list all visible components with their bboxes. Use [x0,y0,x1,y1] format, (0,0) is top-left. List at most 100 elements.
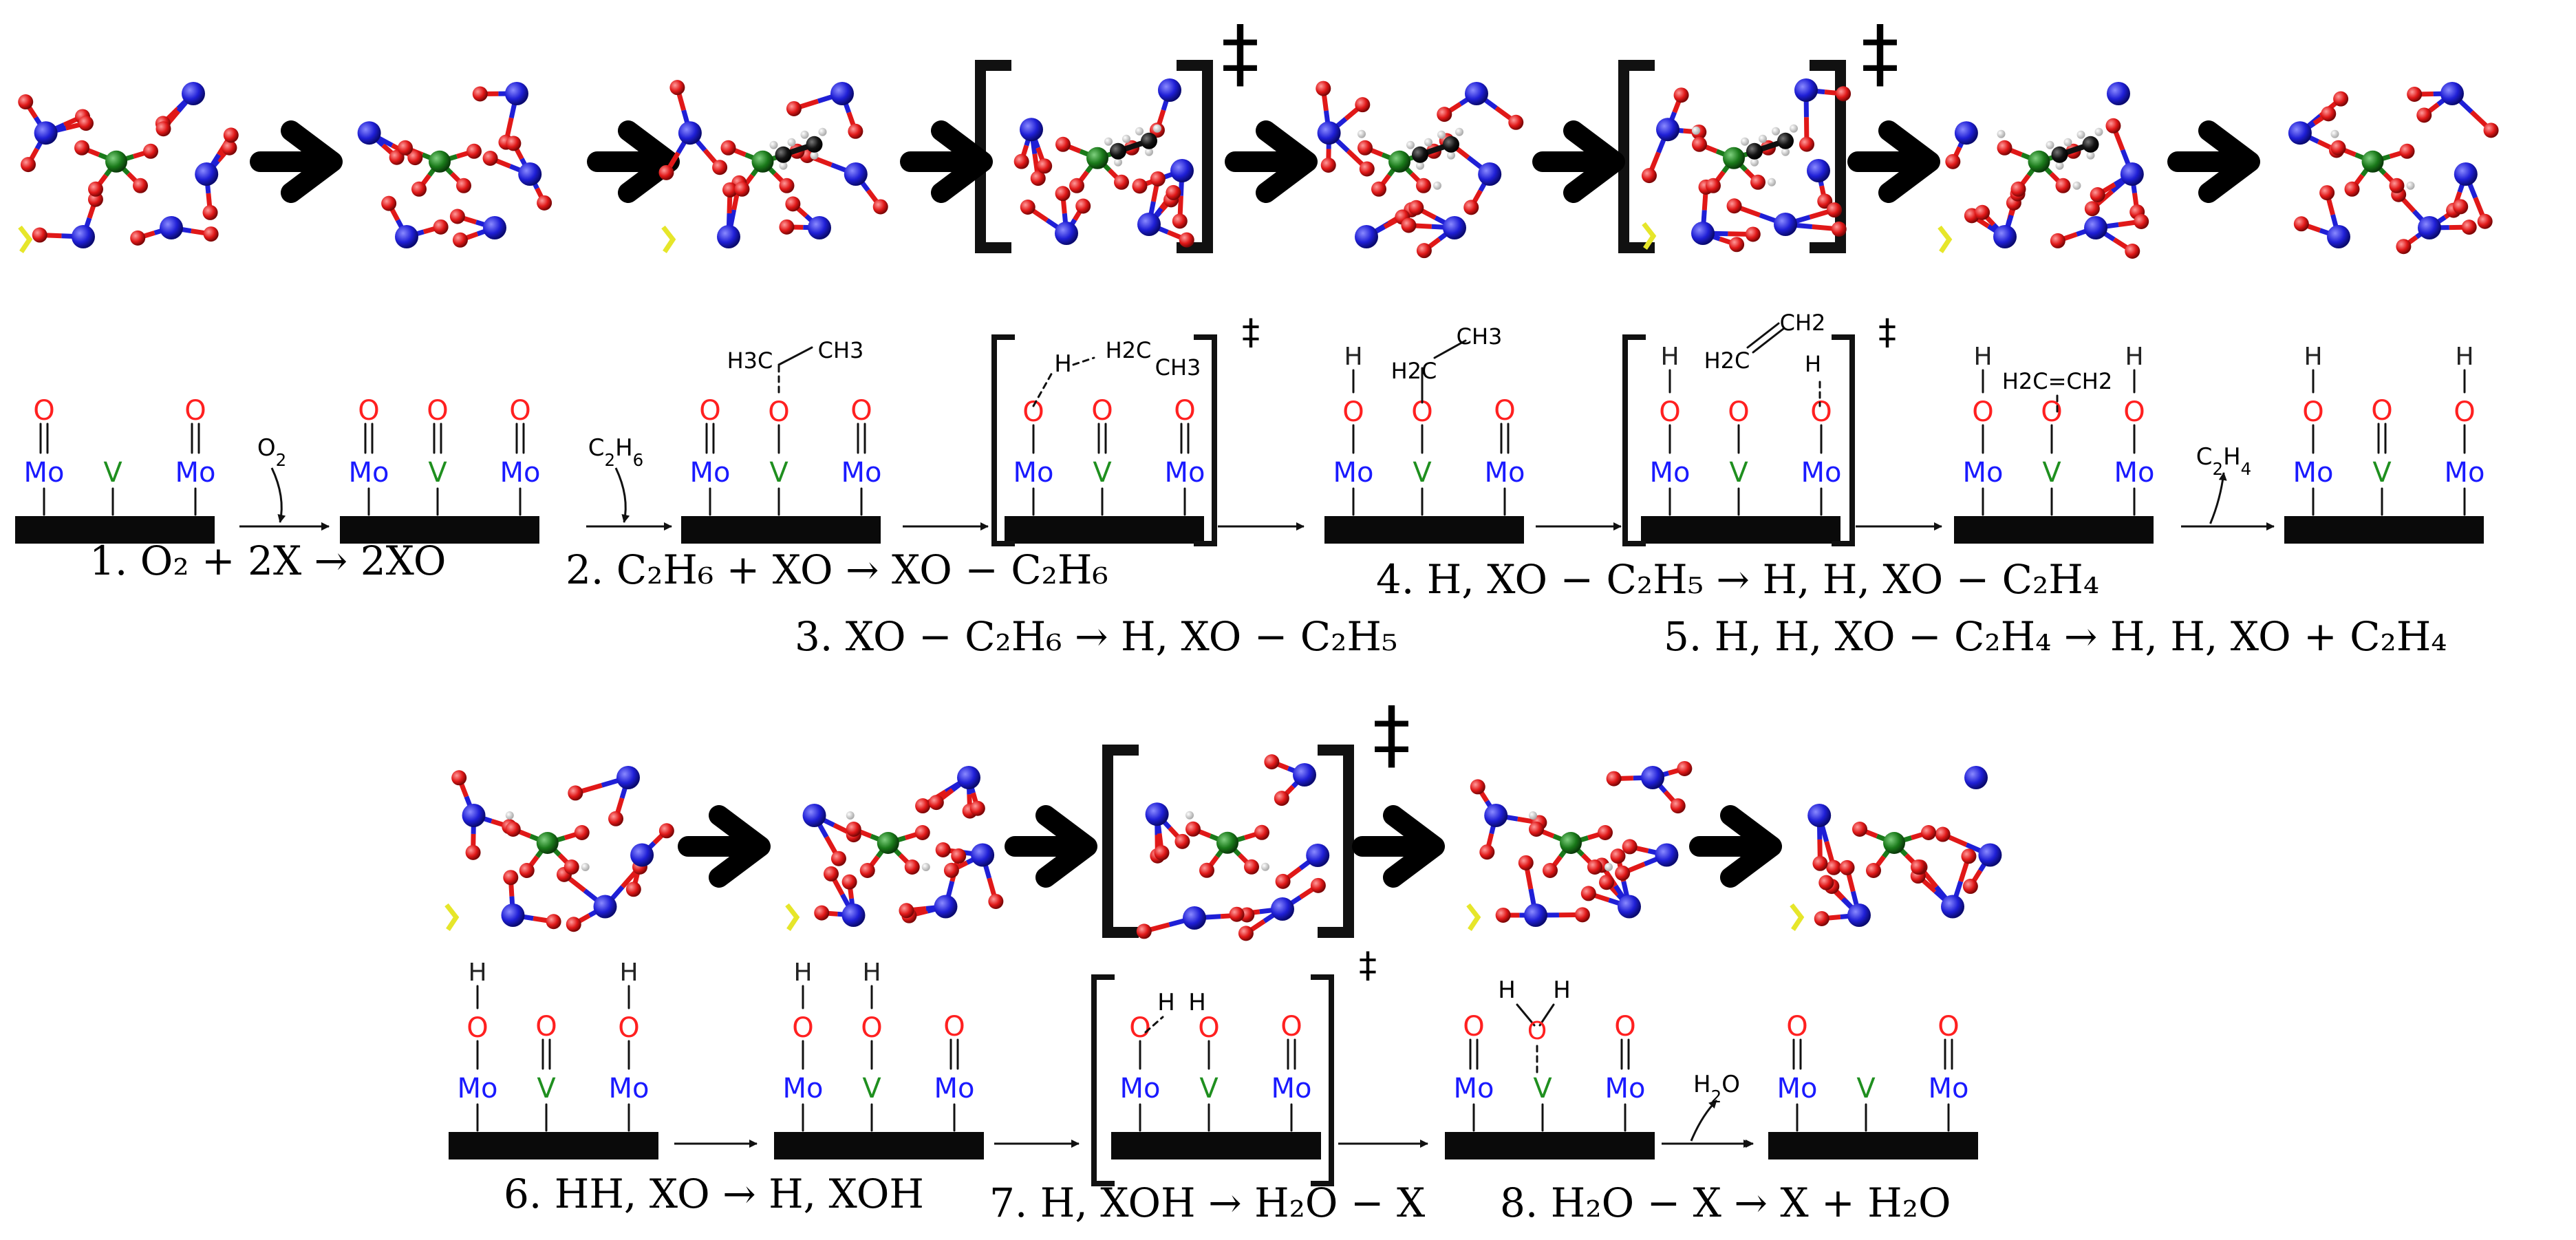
product-label-c2h4: C2H4 [2196,443,2251,479]
molybdenum-atom [1691,222,1715,245]
oxygen-atom [546,914,561,930]
ts-bracket-left [1102,745,1139,938]
molybdenum-atom [518,162,542,186]
molybdenum-atom [1145,802,1169,826]
ts-bracket-right [1194,334,1217,546]
vanadium-atom [751,150,774,173]
hydrogen-atom [2330,129,2339,138]
carbon-atom [2051,146,2068,163]
v-site-label: V [537,1073,556,1104]
hydroxyl-oxygen-label: O [2454,396,2475,428]
bold-arrow-head [1035,805,1097,888]
oxygen-atom [1166,184,1181,200]
molybdenum-atom [1618,895,1641,919]
hydrogen-atom [505,811,514,820]
vanadium-atom [877,832,899,854]
oxygen-atom [722,182,738,197]
oxygen-atom [2330,140,2346,156]
oxygen-atom [658,823,674,839]
molybdenum-atom [34,121,58,145]
ch3-label: CH3 [1457,323,1503,350]
hydroxyl-oxygen-label: O [2041,396,2062,428]
v-site-label: V [1729,457,1748,489]
oxygen-atom [1069,178,1084,193]
vanadium-atom [1086,147,1108,169]
oxygen-atom [935,842,951,858]
oxygen-atom [1997,140,2012,156]
oxygen-atom [2125,244,2140,259]
mo-site-label: Mo [175,457,216,489]
oxygen-atom [381,195,397,211]
molybdenum-atom [2288,121,2312,145]
hydrogen-atom [1529,811,1537,820]
hydrogen-atom [818,127,827,136]
molybdenum-atom [483,216,506,239]
oxygen-atom [74,140,89,156]
molybdenum-atom [1641,766,1664,789]
surface-slab [449,1132,658,1159]
oxygen-atom [1615,865,1631,881]
oxygen-atom [1264,754,1280,770]
product-out-arrow [1690,1099,1718,1142]
oxygen-atom [1229,906,1245,922]
hydrogen-atom [1122,134,1130,143]
oxygen-atom [2050,233,2065,248]
formula-part: C [588,434,605,462]
oxo-oxygen-label: O [427,395,448,427]
surface-slab [15,516,215,544]
edge-stick [1938,225,1953,253]
oxygen-atom [503,870,519,886]
carbon-atom [1443,136,1459,153]
oxo-oxygen-label: O [358,395,379,427]
molybdenum-atom [678,121,702,145]
vanadium-atom [536,832,559,854]
oxygen-atom [1836,86,1852,102]
oxygen-atom [574,825,590,840]
hydrogen-atom [1741,137,1749,146]
oxygen-atom [951,848,967,864]
dft-structure-row1-3 [658,80,888,253]
molybdenum-atom [1306,844,1330,867]
oxygen-atom [519,863,535,878]
oxygen-atom [568,785,583,801]
oxygen-atom [1357,140,1373,156]
oxygen-atom [202,204,218,220]
carbon-atom [1141,132,1157,149]
h-label: H [1498,976,1516,1004]
oxo-oxygen-label: O [1091,395,1113,427]
hydrogen-atom [1416,161,1424,170]
hydroxyl-oxygen-label: O [1198,1012,1219,1044]
dft-structure-row2-4 [1466,760,1693,931]
hydrogen-atom [769,140,778,149]
molybdenum-atom [1055,222,1078,245]
oxygen-atom [625,881,641,897]
hydrogen-atom [1455,127,1463,136]
molybdenum-atom [2418,216,2441,239]
reagent-label-o2: O2 [257,434,286,470]
molybdenum-atom [462,804,486,827]
surface-slab [1768,1132,1978,1159]
oxygen-atom [1831,221,1847,237]
dft-structure-row2-3 [1136,754,1330,941]
reaction-equation-7: 7. H, XOH → H₂O − X [989,1179,1426,1226]
vanadium-atom [429,150,451,173]
vanadium-atom [1216,831,1238,854]
hydrogen-atom [2086,151,2095,160]
oxygen-atom [1055,136,1071,152]
oxygen-atom [734,181,750,197]
hydroxyl-oxygen-label: O [768,396,789,428]
h2c-label: H2C [1391,358,1437,384]
formula-part: O [1721,1071,1740,1098]
oxygen-atom [1935,826,1951,842]
molybdenum-atom [1158,78,1181,102]
oxygen-atom [433,219,449,235]
oxygen-atom [2321,106,2337,122]
hydrogen-atom [779,161,788,170]
mo-site-label: Mo [1485,457,1525,489]
reagent-in-arrow [614,467,630,523]
bold-arrow-head [1720,805,1782,888]
hydrogen-atom [1406,140,1415,149]
